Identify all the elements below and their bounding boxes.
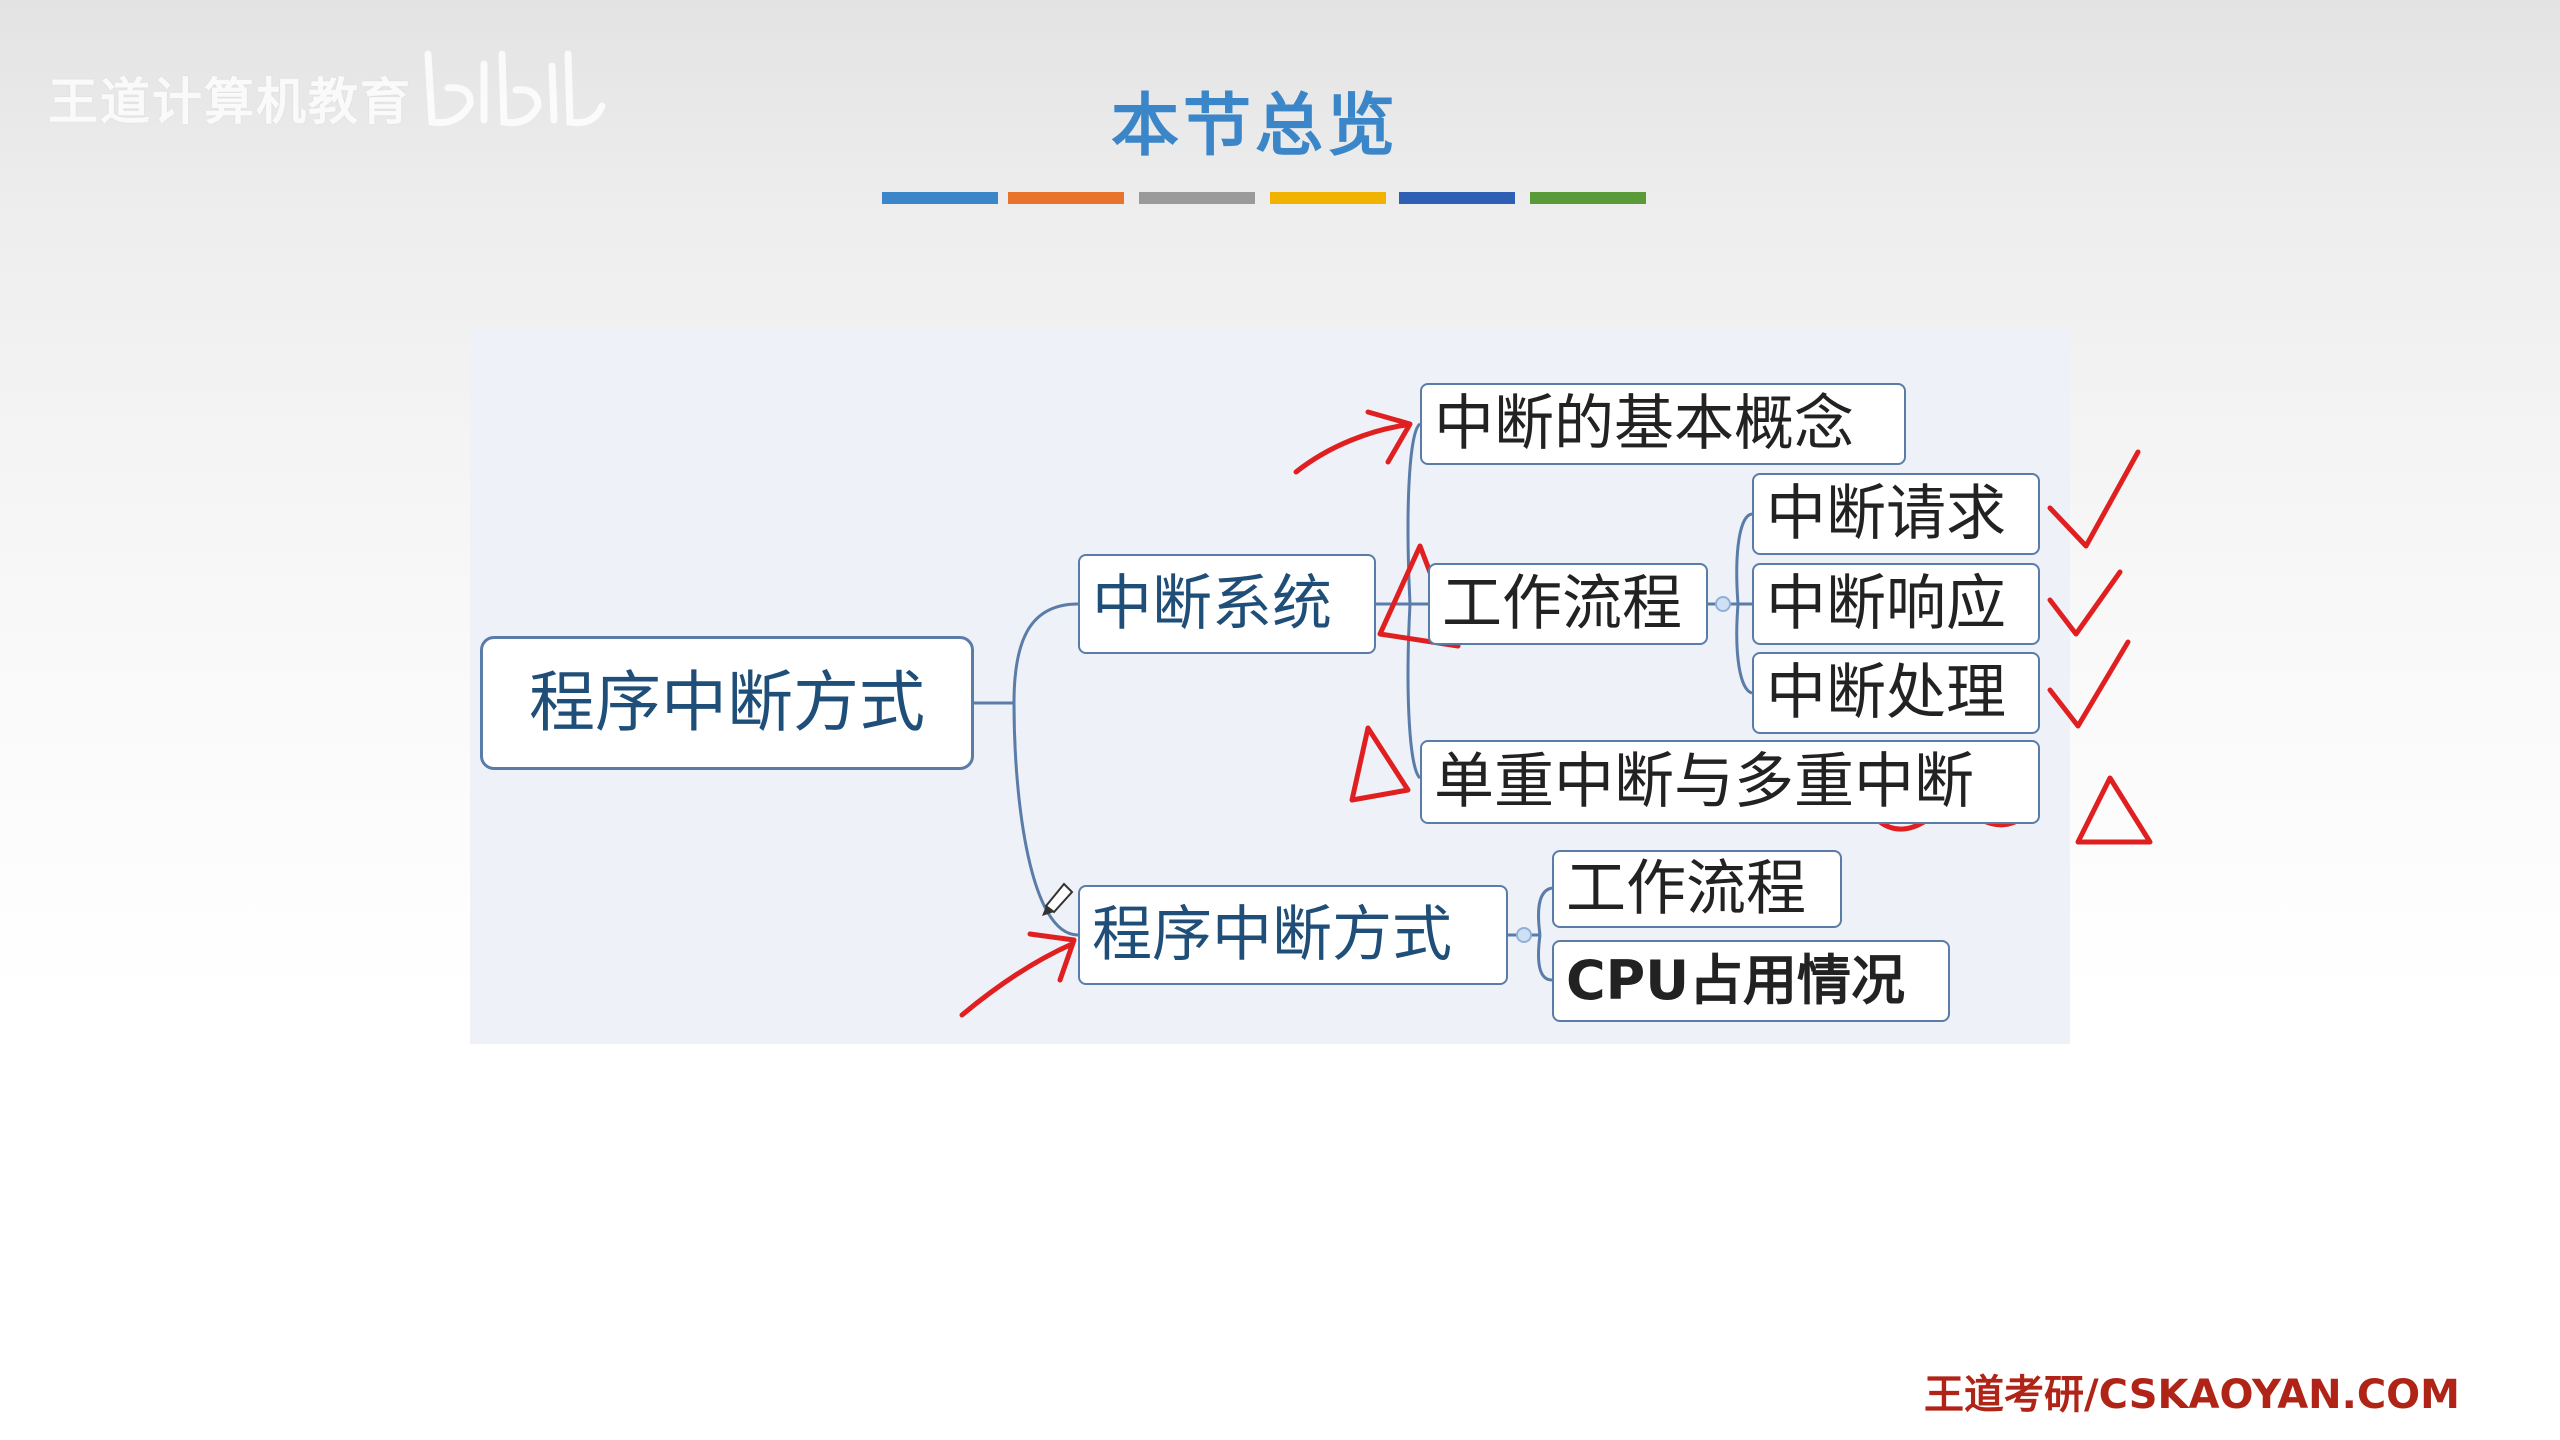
footer-brand: 王道考研/CSKAOYAN.COM	[1924, 1372, 2460, 1418]
node-workflow: 工作流程	[1428, 563, 1708, 645]
page-title: 本节总览	[1110, 87, 1399, 166]
color-bar-segment-2	[1008, 192, 1124, 204]
color-bar-segment-3	[1139, 192, 1255, 204]
node-interrupt-request: 中断请求	[1752, 473, 2040, 555]
node-cpu-usage: CPU占用情况	[1552, 940, 1950, 1022]
channel-watermark: 王道计算机教育	[48, 73, 412, 131]
color-bar-segment-6	[1530, 192, 1646, 204]
color-bar-segment-1	[882, 192, 998, 204]
node-program-interrupt-method: 程序中断方式	[1078, 885, 1508, 985]
node-program-workflow: 工作流程	[1552, 850, 1842, 928]
mindmap-root-node: 程序中断方式	[480, 636, 974, 770]
node-single-multi-interrupt: 单重中断与多重中断	[1420, 740, 2040, 824]
bilibili-logo-icon	[424, 50, 606, 127]
color-bar-segment-5	[1399, 192, 1515, 204]
node-interrupt-response: 中断响应	[1752, 563, 2040, 645]
node-interrupt-basic-concept: 中断的基本概念	[1420, 383, 1906, 465]
node-interrupt-handling: 中断处理	[1752, 652, 2040, 734]
color-bar-segment-4	[1270, 192, 1386, 204]
node-interrupt-system: 中断系统	[1078, 554, 1376, 654]
red-triangle-3	[2075, 775, 2153, 845]
